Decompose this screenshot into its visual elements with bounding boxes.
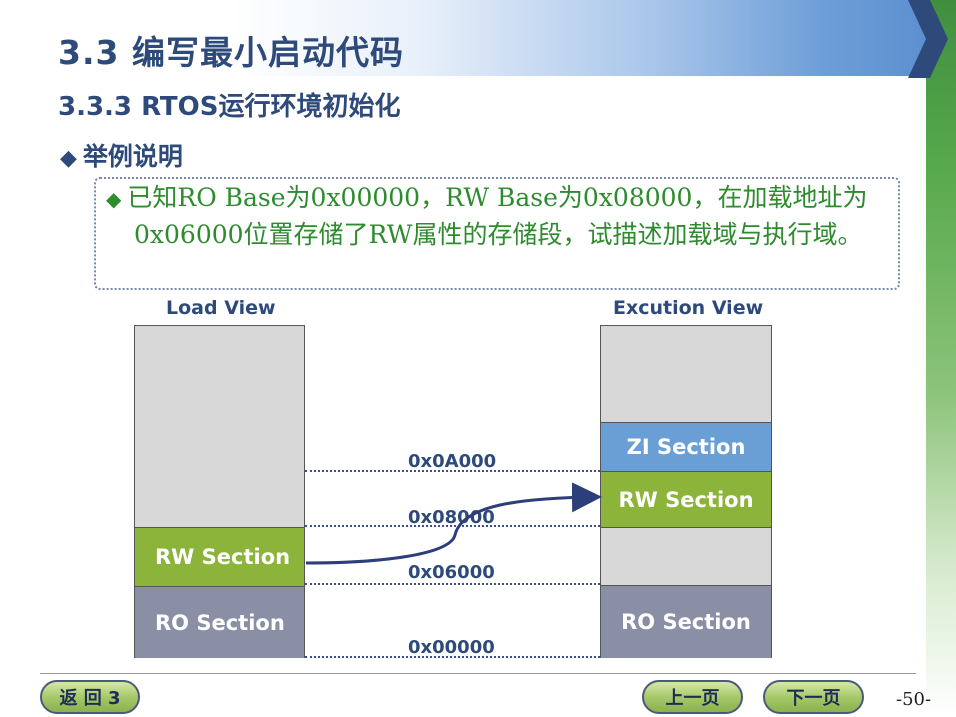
header-band — [0, 0, 930, 76]
address-label-00000: 0x00000 — [408, 637, 495, 658]
address-line-06000 — [305, 583, 600, 585]
load-rw-section: RW Section — [135, 527, 304, 586]
side-decoration — [926, 0, 956, 717]
exec-rw-section: RW Section — [601, 471, 771, 527]
chevron-decoration — [908, 0, 948, 78]
address-label-06000: 0x06000 — [408, 562, 495, 583]
address-line-00000 — [305, 656, 600, 658]
page-title: 3.3 编写最小启动代码 — [58, 33, 404, 72]
footer-divider — [40, 673, 916, 674]
example-paragraph: ◆已知RO Base为0x00000，RW Base为0x08000，在加载地址… — [104, 180, 894, 253]
next-page-button[interactable]: 下一页 — [763, 680, 864, 714]
bullet-text: 举例说明 — [82, 142, 183, 171]
diamond-bullet-icon: ◆ — [60, 146, 77, 171]
exec-view-label: Excution View — [613, 297, 764, 319]
address-label-0a000: 0x0A000 — [408, 451, 497, 472]
page-number: -50- — [896, 689, 932, 710]
exec-zi-section: ZI Section — [601, 422, 771, 471]
exec-empty-section — [601, 527, 771, 586]
bullet-heading: ◆举例说明 — [60, 137, 183, 173]
exec-ro-section: RO Section — [601, 585, 771, 658]
exec-view-column: ZI Section RW Section RO Section — [600, 325, 772, 658]
load-view-column: RW Section RO Section — [134, 325, 305, 658]
section-subtitle: 3.3.3 RTOS运行环境初始化 — [58, 92, 401, 122]
diamond-bullet-icon: ◆ — [106, 187, 122, 211]
example-box — [94, 177, 900, 290]
load-ro-section: RO Section — [135, 586, 304, 658]
load-view-label: Load View — [166, 297, 276, 319]
address-line-0a000 — [305, 470, 600, 472]
address-label-08000: 0x08000 — [408, 507, 495, 528]
address-line-08000 — [305, 525, 600, 527]
back-button[interactable]: 返 回 3 — [40, 680, 140, 714]
example-text: 已知RO Base为0x00000，RW Base为0x08000，在加载地址为… — [127, 183, 868, 249]
prev-page-button[interactable]: 上一页 — [642, 680, 743, 714]
